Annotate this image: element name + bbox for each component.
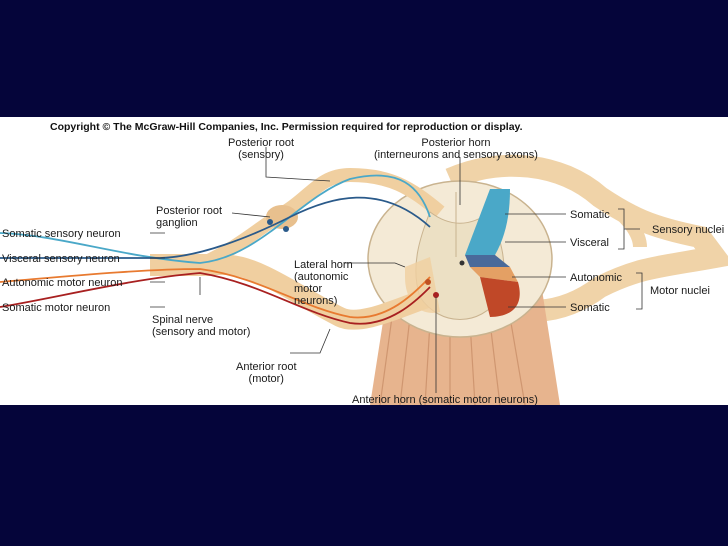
label-line: motor	[294, 283, 323, 295]
label-posterior-root-ganglion: Posterior root ganglion	[156, 205, 222, 229]
spinal-cord-diagram: Copyright © The McGraw-Hill Companies, I…	[0, 117, 728, 405]
ganglion-cell	[267, 219, 273, 225]
pointer	[345, 262, 406, 268]
label-line: Anterior root	[236, 361, 297, 373]
central-canal	[459, 260, 465, 266]
label-line: (autonomic	[294, 271, 349, 283]
label-line: Posterior root	[156, 205, 223, 217]
bracket	[618, 208, 640, 250]
autonomic-motor-line	[0, 268, 431, 319]
label-motor-nuclei: Motor nuclei	[650, 285, 710, 297]
somatic-motor-line	[0, 272, 431, 325]
motor-cell	[425, 279, 431, 285]
label-posterior-horn: Posterior horn (interneurons and sensory…	[374, 137, 538, 161]
label-somatic-bottom: Somatic	[570, 302, 610, 314]
label-somatic-sensory-neuron: Somatic sensory neuron	[2, 228, 121, 240]
label-line: (sensory and motor)	[152, 326, 251, 338]
label-line: neurons)	[294, 295, 338, 307]
label-line: Spinal nerve	[152, 314, 214, 326]
posterior-root	[197, 167, 445, 272]
label-line: Posterior root	[228, 137, 295, 149]
somatic-sensory-zone	[465, 189, 510, 255]
ganglion	[266, 205, 298, 229]
label-autonomic-motor-neuron: Autonomic motor neuron	[2, 277, 123, 289]
label-somatic-top: Somatic	[570, 209, 610, 221]
spinal-nerve	[190, 255, 434, 330]
label-somatic-motor-neuron: Somatic motor neuron	[2, 302, 111, 314]
label-posterior-root: Posterior root (sensory)	[228, 137, 294, 161]
label-visceral-sensory-neuron: Visceral sensory neuron	[2, 253, 120, 265]
somatic-sensory-line	[0, 174, 431, 264]
label-line: Lateral horn	[294, 259, 353, 271]
label-line: ganglion	[156, 217, 198, 229]
label-anterior-root: Anterior root (motor)	[236, 361, 297, 385]
label-line: Posterior horn	[421, 137, 491, 149]
copyright-notice: Copyright © The McGraw-Hill Companies, I…	[50, 121, 523, 133]
pointer	[231, 212, 271, 218]
label-line: (motor)	[248, 373, 284, 385]
pointer	[265, 147, 331, 182]
label-spinal-nerve: Spinal nerve (sensory and motor)	[152, 314, 250, 338]
sensory-tract	[596, 191, 647, 248]
cord-fibres	[379, 316, 526, 405]
pointer	[505, 213, 566, 308]
pointer	[150, 232, 165, 308]
pointer	[290, 328, 331, 354]
label-line: (sensory)	[238, 149, 284, 161]
autonomic-zone	[470, 267, 518, 282]
label-autonomic: Autonomic	[570, 272, 622, 284]
label-sensory-nuclei: Sensory nuclei	[652, 224, 725, 236]
visceral-zone	[465, 255, 510, 267]
label-lateral-horn: Lateral horn (autonomic motor neurons)	[294, 259, 353, 307]
label-anterior-horn: Anterior horn (somatic motor neurons)	[352, 394, 538, 405]
motor-cell	[433, 292, 439, 298]
visceral-sensory-line	[0, 196, 431, 259]
bracket	[636, 272, 643, 310]
tract-shape	[445, 154, 728, 322]
diagram-artwork	[0, 147, 728, 405]
label-line: (interneurons and sensory axons)	[374, 149, 538, 161]
label-visceral: Visceral	[570, 237, 609, 249]
ganglion-cell	[283, 226, 289, 232]
